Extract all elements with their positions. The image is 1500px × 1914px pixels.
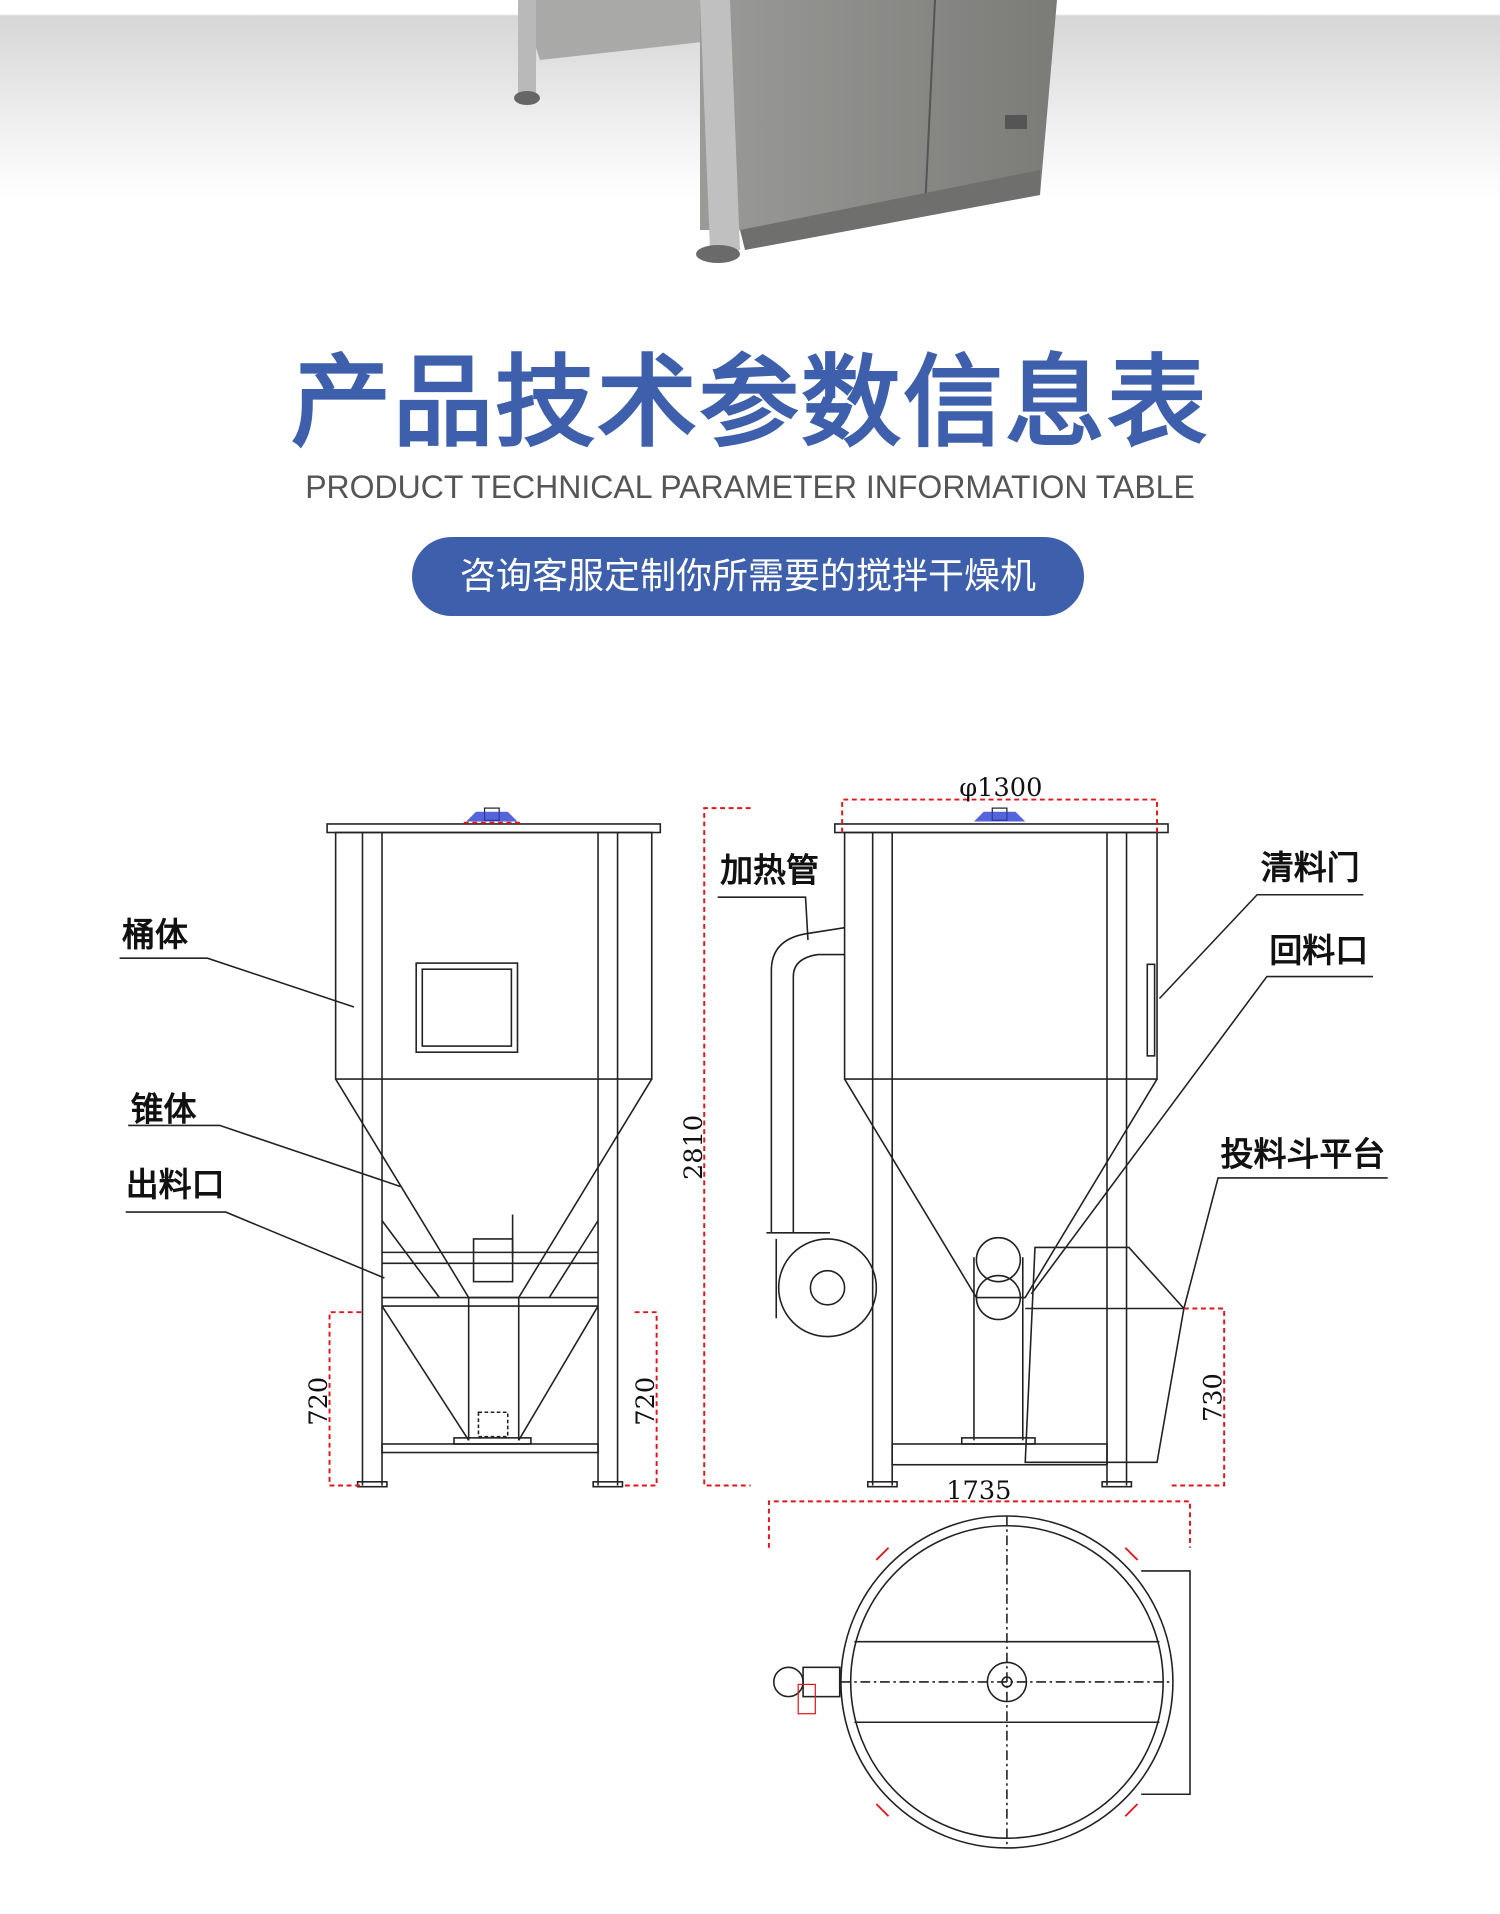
- consult-button[interactable]: 咨询客服定制你所需要的搅拌干燥机: [412, 537, 1084, 616]
- top-view: [773, 1515, 1191, 1849]
- dim-platform-height: 730: [1199, 1373, 1229, 1422]
- label-heating-pipe: 加热管: [720, 850, 819, 889]
- product-photo: [0, 0, 1500, 300]
- side-view: [766, 807, 1185, 1488]
- label-outlet: 出料口: [126, 1165, 225, 1204]
- label-cone: 锥体: [131, 1090, 197, 1129]
- dim-leg-height-left: 720: [304, 1377, 334, 1426]
- label-return-port: 回料口: [1269, 931, 1368, 970]
- label-barrel: 桶体: [122, 915, 188, 954]
- machine-photo-base: [514, 0, 1057, 263]
- label-hopper-platform: 投料斗平台: [1221, 1135, 1386, 1174]
- page-subtitle: PRODUCT TECHNICAL PARAMETER INFORMATION …: [305, 469, 1195, 505]
- dim-diameter: φ1300: [959, 773, 1042, 803]
- front-view: [326, 807, 662, 1488]
- dim-total-height: 2810: [679, 1115, 709, 1180]
- page-title: 产品技术参数信息表: [291, 344, 1209, 461]
- label-cleaning-door: 清料门: [1261, 848, 1360, 887]
- dim-leg-height-right: 720: [631, 1377, 661, 1426]
- dim-total-width: 1735: [946, 1476, 1011, 1506]
